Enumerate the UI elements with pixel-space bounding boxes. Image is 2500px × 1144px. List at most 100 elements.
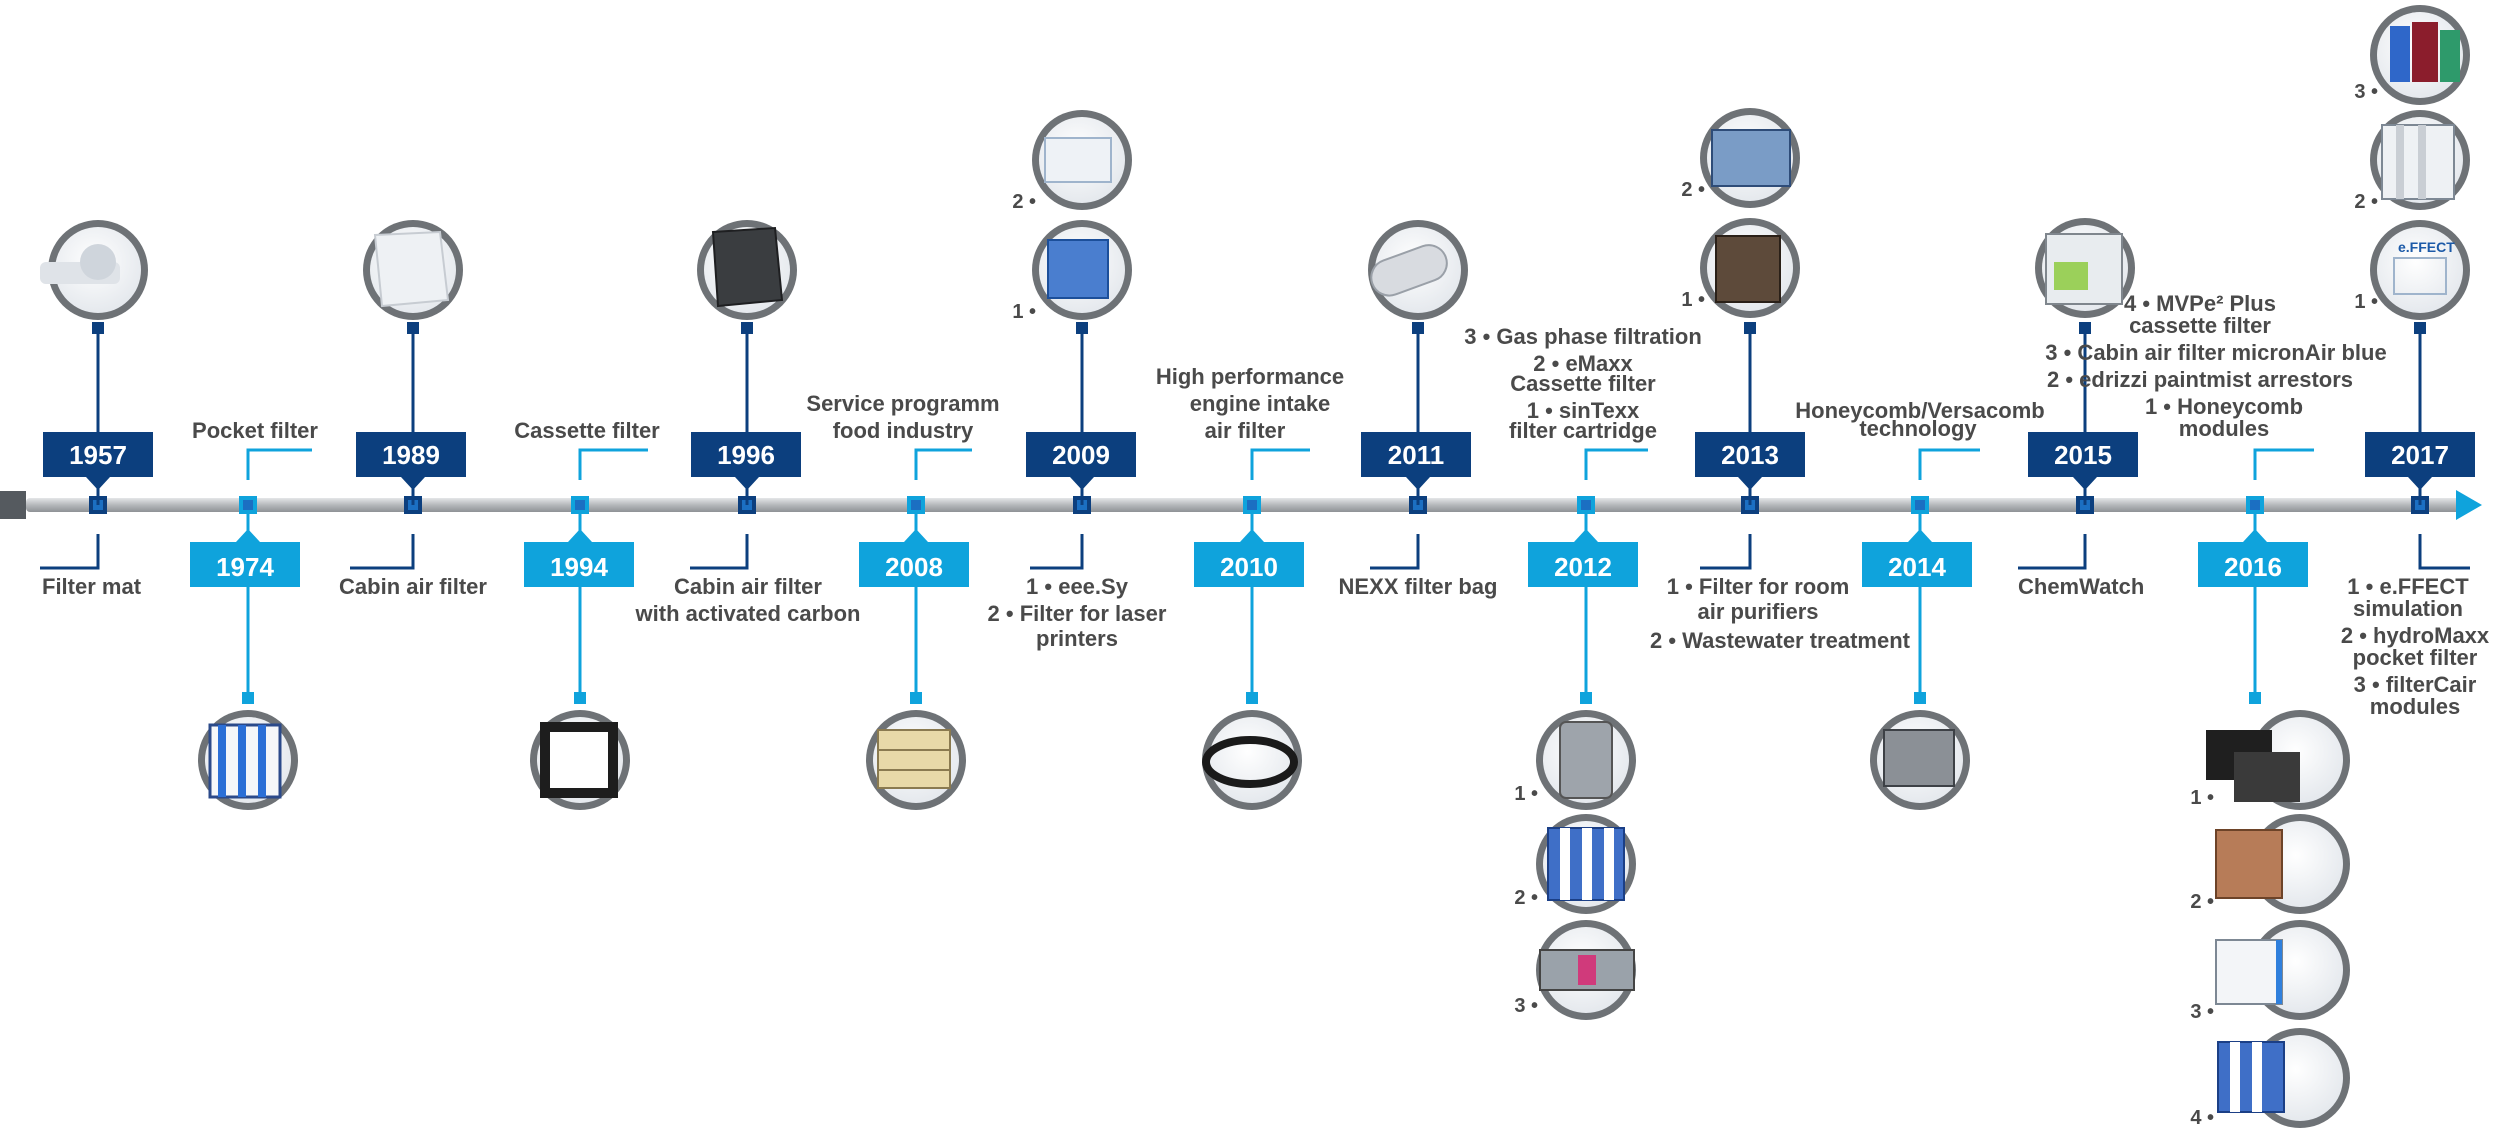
- item-number: 2 •: [2354, 191, 2378, 213]
- event-label: modules: [2179, 416, 2269, 441]
- filtercair-modules-icon: [2370, 5, 2470, 105]
- year-box-1989: [356, 432, 466, 477]
- year-box-2008: [859, 542, 969, 587]
- item-number: 4 •: [2190, 1107, 2214, 1129]
- year-label: 2010: [1220, 552, 1278, 582]
- event-label: air purifiers: [1697, 599, 1818, 624]
- event-label: Honeycomb/Versacomb: [1795, 398, 2044, 423]
- mvpe-plus-icon: [2217, 1028, 2350, 1128]
- item-number: 1 •: [1514, 783, 1538, 805]
- item-number: 2 •: [2190, 891, 2214, 913]
- event-1989: 1989 Cabin air filter: [339, 220, 487, 599]
- event-2014: 2014 Honeycomb/Versacomb technology: [1795, 398, 2045, 810]
- item-number: 2 •: [1012, 191, 1036, 213]
- year-box-2009: [1026, 432, 1136, 477]
- event-label: 2 • Wastewater treatment: [1650, 628, 1911, 653]
- year-label: 2012: [1554, 552, 1612, 582]
- event-label: 1 • Filter for room: [1667, 574, 1850, 599]
- item-number: 3 •: [1514, 995, 1538, 1017]
- item-number: 1 •: [2190, 787, 2214, 809]
- item-number: 3 •: [2354, 81, 2378, 103]
- paintmist-arrestor-icon: [2215, 814, 2350, 914]
- event-label: 3 • Gas phase filtration: [1464, 324, 1702, 349]
- event-label: engine intake: [1190, 391, 1331, 416]
- laser-printer-filter-icon: [1032, 110, 1132, 210]
- item-number: 3 •: [2190, 1001, 2214, 1023]
- event-label: Pocket filter: [192, 418, 318, 443]
- event-label: 2 • eMaxx: [1533, 351, 1633, 376]
- event-2010: 2010 High performance engine intake air …: [1156, 364, 1344, 810]
- wastewater-treatment-icon: [1700, 108, 1800, 208]
- timeline-marker-core: [911, 500, 921, 510]
- item-number: 2 •: [1681, 179, 1705, 201]
- year-label: 1974: [216, 552, 274, 582]
- event-2008: 2008 Service programm food industry: [806, 391, 1000, 810]
- year-label: 2017: [2391, 440, 2449, 470]
- event-2012: 1 • 2 • 3 • 2012 3 • Gas phase filtratio…: [1464, 324, 1702, 1020]
- filter-bag-icon: [1368, 220, 1468, 320]
- year-label: 2016: [2224, 552, 2282, 582]
- gas-phase-filtration-icon: [1536, 920, 1636, 1020]
- event-label: Cabin air filter: [339, 574, 487, 599]
- item-number: 2 •: [1514, 887, 1538, 909]
- event-label: 2 • Filter for laser: [988, 601, 1167, 626]
- eee-sy-icon: [1032, 220, 1132, 320]
- svg-text:e.FFECT: e.FFECT: [2398, 239, 2455, 255]
- event-1994: 1994 Cassette filter: [514, 418, 660, 810]
- year-label: 1989: [382, 440, 440, 470]
- event-label: 1 • sinTexx: [1527, 398, 1640, 423]
- event-2009: 2 • 1 • 2009 1 • eee.Sy 2 • Filter for l…: [988, 110, 1167, 651]
- hydromaxx-pocket-filter-icon: [2370, 110, 2470, 210]
- filter-mat-icon: [40, 220, 148, 320]
- event-2016: 1 • 2 • 3 • 4 • 2016 4 • MVPe² Plus cass…: [2045, 291, 2386, 1129]
- year-box-2012: [1528, 542, 1638, 587]
- event-label: with activated carbon: [635, 601, 861, 626]
- cartridge-filter-icon: [1536, 710, 1636, 810]
- year-label: 1996: [717, 440, 775, 470]
- year-box-2016: [2198, 542, 2308, 587]
- year-label: 2014: [1888, 552, 1946, 582]
- event-label: filter cartridge: [1509, 418, 1657, 443]
- event-label: Filter mat: [42, 574, 142, 599]
- event-label: simulation: [2353, 596, 2463, 621]
- year-box-2017: [2365, 432, 2475, 477]
- event-label: technology: [1859, 416, 1977, 441]
- event-label: Cassette filter: [514, 418, 660, 443]
- event-1974: 1974 Pocket filter: [190, 418, 318, 810]
- timeline-marker-core: [243, 500, 253, 510]
- event-label: 3 • filterCair: [2354, 672, 2477, 697]
- year-label: 2015: [2054, 440, 2112, 470]
- event-label: 1 • Honeycomb: [2145, 394, 2303, 419]
- item-number: 1 •: [1681, 289, 1705, 311]
- honeycomb-module-icon: [2206, 710, 2350, 810]
- honeycomb-filter-icon: [1870, 710, 1970, 810]
- year-box-2010: [1194, 542, 1304, 587]
- year-label: 2013: [1721, 440, 1779, 470]
- air-purifier-icon: [1700, 218, 1800, 318]
- year-label: 1994: [550, 552, 608, 582]
- event-label: air filter: [1205, 418, 1286, 443]
- event-label: 3 • Cabin air filter micronAir blue: [2045, 340, 2386, 365]
- chemwatch-icon: [2035, 218, 2135, 318]
- simulation-icon: e.FFECT: [2370, 220, 2470, 320]
- item-number: 1 •: [2354, 291, 2378, 313]
- event-label: 2 • hydroMaxx: [2341, 623, 2490, 648]
- event-2011: 2011 NEXX filter bag: [1339, 220, 1498, 599]
- timeline-arrow-icon: [2456, 490, 2482, 520]
- year-label: 1957: [69, 440, 127, 470]
- event-label: ChemWatch: [2018, 574, 2144, 599]
- event-label: pocket filter: [2353, 645, 2478, 670]
- timeline-marker-core: [1581, 500, 1591, 510]
- event-label: Service programm: [806, 391, 999, 416]
- year-box-1994: [524, 542, 634, 587]
- event-2017: 3 • 2 • e.FFECT 1 • 2017 1 • e.FFECT sim…: [2341, 5, 2490, 719]
- event-label: NEXX filter bag: [1339, 574, 1498, 599]
- year-box-2014: [1862, 542, 1972, 587]
- year-box-2011: [1361, 432, 1471, 477]
- event-1957: 1957 Filter mat: [40, 220, 153, 599]
- event-2013: 2 • 1 • 2013 1 • Filter for room air pur…: [1650, 108, 1911, 653]
- item-number: 1 •: [1012, 301, 1036, 323]
- event-label: food industry: [833, 418, 974, 443]
- event-1996: 1996 Cabin air filter with activated car…: [635, 220, 861, 626]
